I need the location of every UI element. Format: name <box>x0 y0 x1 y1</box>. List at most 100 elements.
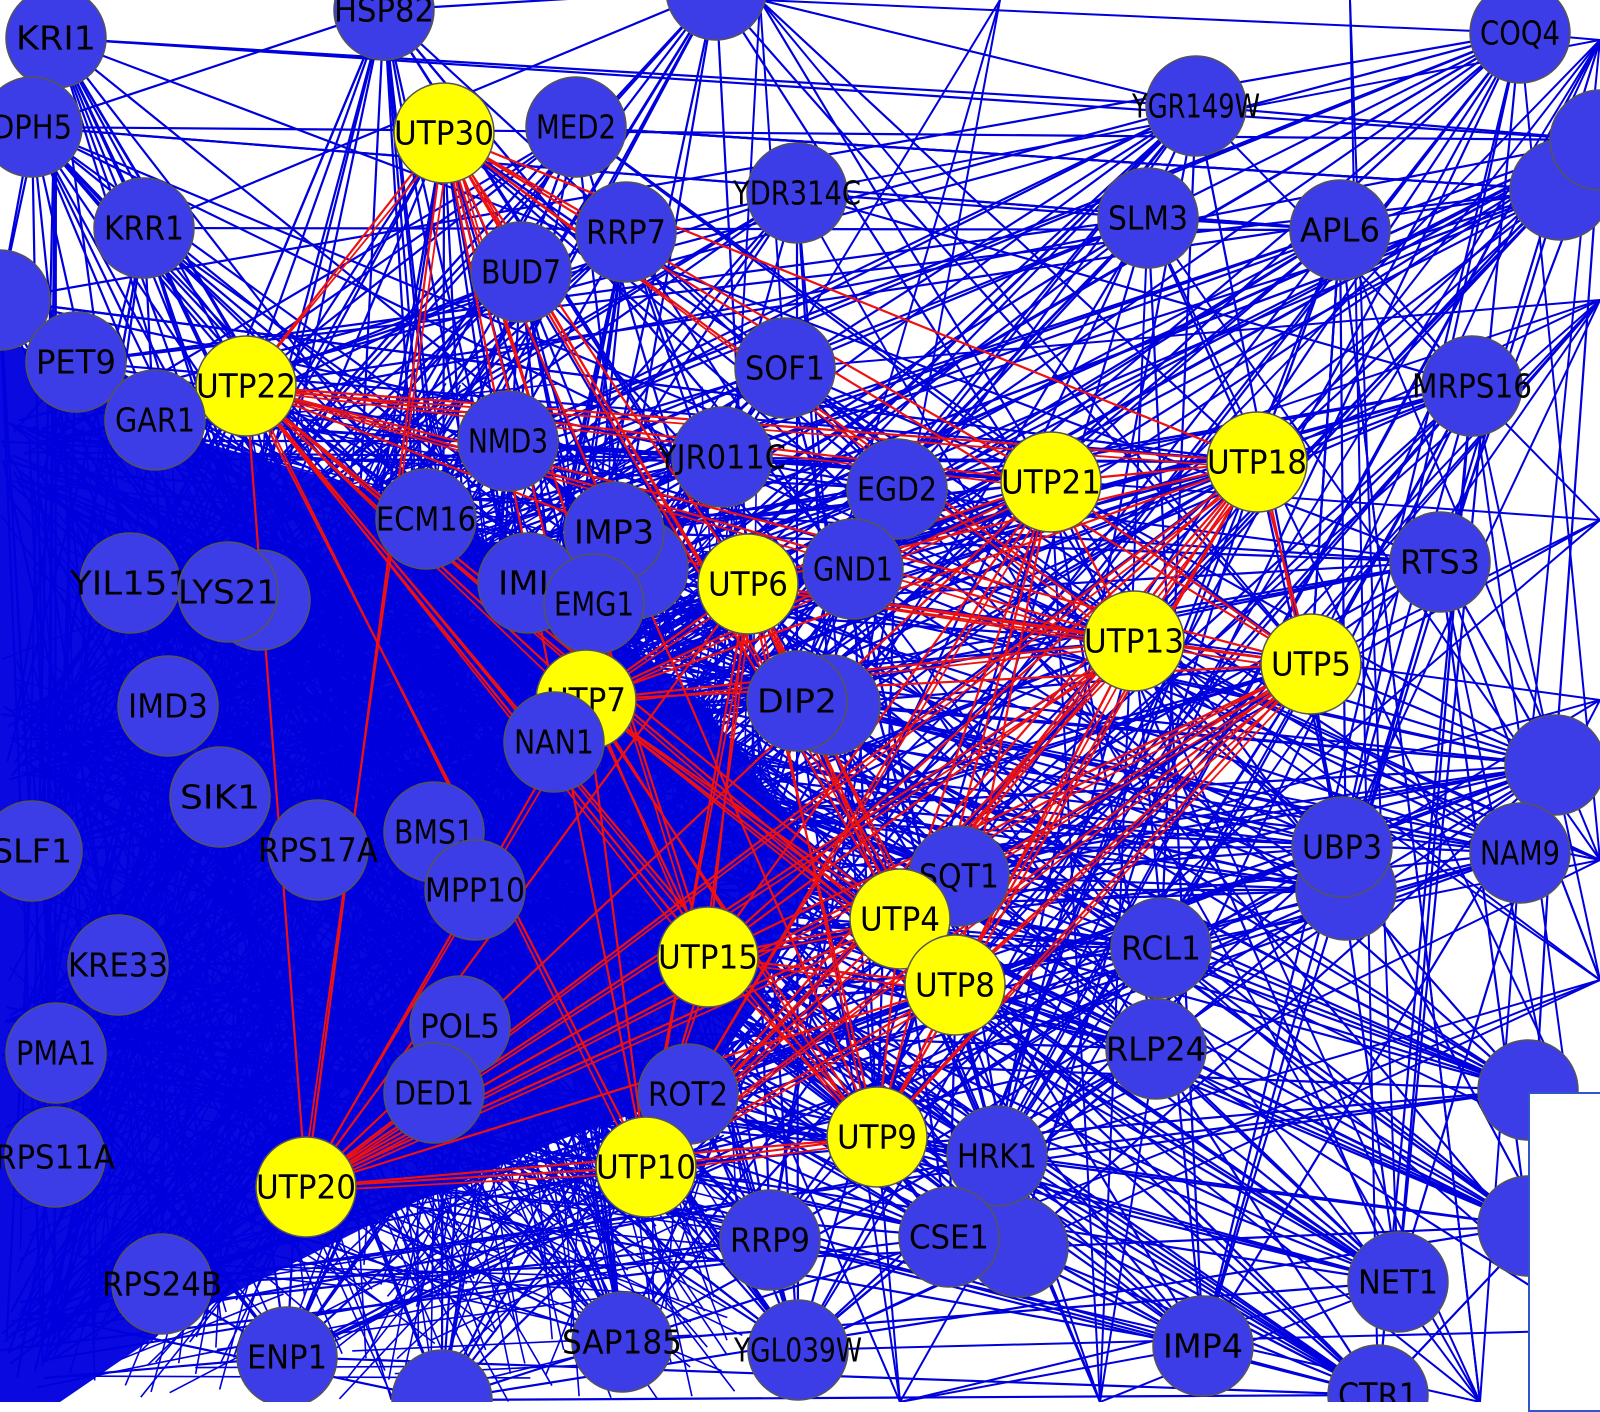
edge-blue <box>68 511 69 733</box>
node-lys21[interactable]: LYS21 <box>178 542 278 642</box>
node-label: NAN1 <box>514 723 594 762</box>
node-label: RRP7 <box>586 213 666 252</box>
node-label: RTS3 <box>1400 543 1480 582</box>
node-utp18[interactable]: UTP18 <box>1207 412 1307 512</box>
node-label: KRR1 <box>104 209 184 248</box>
node-utp13[interactable]: UTP13 <box>1084 591 1184 691</box>
node-rcl1[interactable]: RCL1 <box>1111 898 1211 998</box>
node-apl6[interactable]: APL6 <box>1290 180 1390 280</box>
node-krr1[interactable]: KRR1 <box>94 178 194 278</box>
node-coq4[interactable]: COQ4 <box>1470 0 1570 83</box>
node-gar1[interactable]: GAR1 <box>105 370 205 470</box>
node-label: UTP4 <box>860 900 940 939</box>
node-imd3[interactable]: IMD3 <box>118 656 218 756</box>
node-label: IMP4 <box>1163 1327 1243 1366</box>
node-cse1[interactable]: CSE1 <box>899 1187 999 1287</box>
node-dip2[interactable]: DIP2 <box>747 651 847 751</box>
node-utp8[interactable]: UTP8 <box>905 935 1005 1035</box>
node-gnd1[interactable]: GND1 <box>803 519 903 619</box>
node-rrp9[interactable]: RRP9 <box>720 1190 820 1290</box>
node-kri1[interactable]: KRI1 <box>6 0 106 88</box>
node-slm3[interactable]: SLM3 <box>1098 168 1198 268</box>
node-bud7[interactable]: BUD7 <box>471 222 571 322</box>
node-label: COQ4 <box>1480 14 1560 53</box>
node-label: RPS17A <box>258 831 378 870</box>
node-label: POL5 <box>420 1007 500 1046</box>
edge-blue <box>32 127 1600 140</box>
node-imp4[interactable]: IMP4 <box>1153 1296 1253 1396</box>
node-utp15[interactable]: UTP15 <box>658 907 758 1007</box>
node-pma1[interactable]: PMA1 <box>6 1003 106 1103</box>
node-utp6[interactable]: UTP6 <box>698 534 798 634</box>
node-nam9[interactable]: NAM9 <box>1470 803 1570 903</box>
node-label: HRK1 <box>957 1137 1037 1176</box>
node-label: UTP30 <box>394 114 494 153</box>
node-label: PMA1 <box>16 1034 96 1073</box>
node-label: HSP82 <box>334 0 434 30</box>
edge-blue <box>1340 230 1346 890</box>
node-label: KRI1 <box>16 19 96 58</box>
node-label: NAM9 <box>1480 834 1560 873</box>
node-label: UTP15 <box>658 938 758 977</box>
node-utp20[interactable]: UTP20 <box>256 1137 356 1237</box>
node-rts3[interactable]: RTS3 <box>1390 512 1490 612</box>
node-label: CSE1 <box>909 1218 989 1257</box>
node-label: ROT2 <box>648 1075 728 1114</box>
node-dph5[interactable]: DPH5 <box>0 77 82 177</box>
node-emg1[interactable]: EMG1 <box>544 554 644 654</box>
node-nmd3[interactable]: NMD3 <box>458 391 558 491</box>
node-med2[interactable]: MED2 <box>526 77 626 177</box>
node-label: UTP21 <box>1001 463 1101 502</box>
node-label: DED1 <box>394 1074 474 1113</box>
node-rrp7[interactable]: RRP7 <box>576 182 676 282</box>
node-ctr1[interactable]: CTR1 <box>1328 1345 1428 1402</box>
node-label: ENP1 <box>247 1338 327 1377</box>
node-label: YJR011C <box>657 438 786 477</box>
node-label: NET1 <box>1358 1263 1438 1302</box>
node-label: UTP5 <box>1271 645 1351 684</box>
node-enp1[interactable]: ENP1 <box>237 1307 337 1402</box>
node-label: EMG1 <box>554 585 634 624</box>
node-utp10[interactable]: UTP10 <box>596 1117 696 1217</box>
node-label: BUD7 <box>481 253 561 292</box>
node-partial <box>1505 715 1600 815</box>
node-label: RLP24 <box>1106 1030 1206 1069</box>
node-label: ECM16 <box>376 500 476 539</box>
node-utp21[interactable]: UTP21 <box>1001 432 1101 532</box>
node-utp22[interactable]: UTP22 <box>196 336 296 436</box>
node-label: KRE33 <box>68 946 168 985</box>
node-label: NMD3 <box>468 422 548 461</box>
node-label: UTP8 <box>915 966 995 1005</box>
node-label: DPH5 <box>0 108 72 147</box>
node-utp5[interactable]: UTP5 <box>1261 614 1361 714</box>
node-label: YDR314C <box>732 174 861 213</box>
node-ubp3[interactable]: UBP3 <box>1292 797 1392 897</box>
node-mpp10[interactable]: MPP10 <box>425 840 525 940</box>
edge-blue <box>1342 33 1520 847</box>
node-label: UBP3 <box>1302 828 1382 867</box>
node-label: UTP10 <box>596 1148 696 1187</box>
node-net1[interactable]: NET1 <box>1348 1232 1448 1332</box>
node-utp9[interactable]: UTP9 <box>827 1087 927 1187</box>
node-label: YGR149W <box>1131 87 1260 126</box>
node-label: IMD3 <box>128 687 208 726</box>
node-label: SLF1 <box>0 832 72 871</box>
overlay-panel <box>1528 1092 1600 1412</box>
node-label: SIK1 <box>180 778 260 817</box>
node-ecm16[interactable]: ECM16 <box>376 469 476 569</box>
node-label: UTP18 <box>1207 443 1307 482</box>
node-kre33[interactable]: KRE33 <box>68 915 168 1015</box>
node-ded1[interactable]: DED1 <box>384 1043 484 1143</box>
node-label: UTP6 <box>708 565 788 604</box>
node-label: GAR1 <box>115 401 195 440</box>
node-sof1[interactable]: SOF1 <box>735 318 835 418</box>
node-utp30[interactable]: UTP30 <box>394 83 494 183</box>
node-label: RPS11A <box>0 1138 115 1177</box>
node-label: SLM3 <box>1108 199 1188 238</box>
node-nan1[interactable]: NAN1 <box>504 692 604 792</box>
node-rlp24[interactable]: RLP24 <box>1106 999 1206 1099</box>
node-sik1[interactable]: SIK1 <box>170 747 270 847</box>
edge-blue <box>56 38 1196 106</box>
node-label: APL6 <box>1300 211 1380 250</box>
